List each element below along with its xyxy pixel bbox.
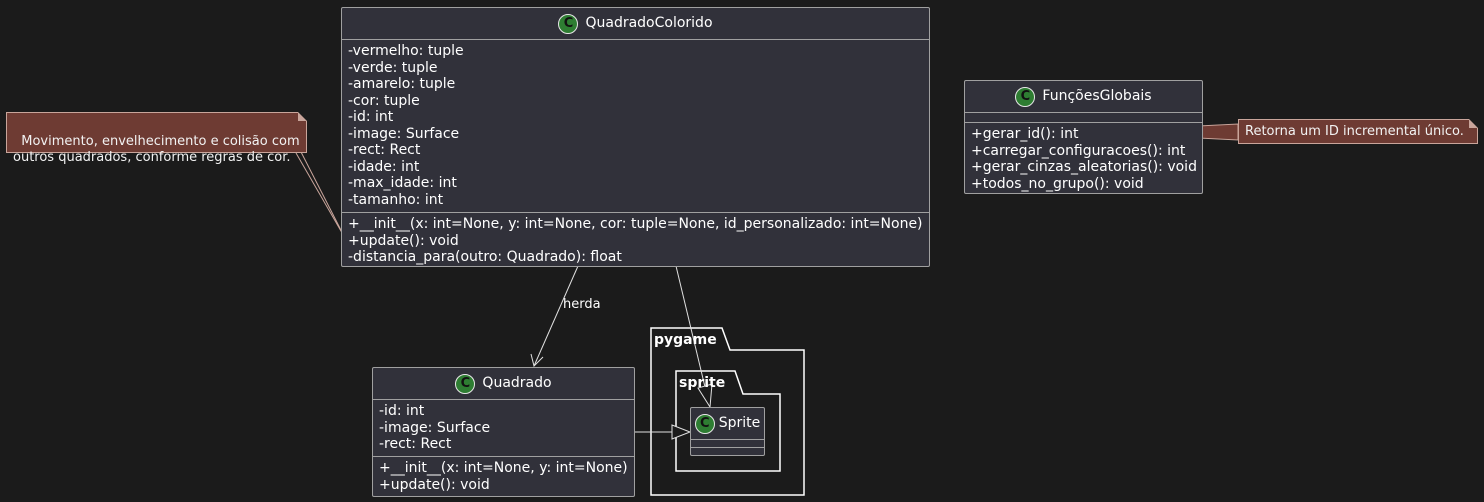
note-gerar-id: Retorna um ID incremental único. (1238, 119, 1478, 144)
class-methods: +gerar_id(): int +carregar_configuracoes… (965, 123, 1202, 192)
attribute: -image: Surface (348, 125, 460, 142)
package-pygame-label: pygame (654, 332, 717, 348)
attribute: -tamanho: int (348, 191, 444, 208)
class-name: QuadradoColorido (585, 15, 713, 32)
note-movement-text: Movimento, envelhecimento e colisão com … (13, 134, 300, 165)
class-sprite[interactable]: C Sprite (690, 407, 765, 456)
package-pygame (650, 327, 805, 496)
method: +gerar_id(): int (971, 126, 1079, 142)
method: -distancia_para(outro: Quadrado): float (348, 249, 622, 265)
note-movement: Movimento, envelhecimento e colisão com … (6, 112, 307, 165)
attribute: -verde: tuple (348, 59, 438, 76)
class-attributes: -id: int -image: Surface -rect: Rect (373, 400, 634, 457)
method: +update(): void (348, 232, 459, 249)
attribute: -max_idade: int (348, 175, 457, 191)
attribute: -vermelho: tuple (348, 43, 464, 59)
method: +update(): void (379, 476, 490, 493)
class-header: C Quadrado (373, 368, 634, 400)
attribute: -id: int (379, 403, 425, 419)
class-c-icon: C (694, 413, 715, 434)
class-c-icon: C (1015, 86, 1036, 107)
note-movement-connector-2 (299, 149, 346, 239)
note-movement-connector (295, 152, 346, 239)
class-attributes: -vermelho: tuple -verde: tuple -amarelo:… (342, 40, 929, 213)
class-name: Sprite (718, 415, 761, 432)
attribute: -amarelo: tuple (348, 76, 456, 92)
note-gerar-id-text: Retorna um ID incremental único. (1245, 124, 1464, 139)
class-header: C FunçõesGlobais (965, 81, 1202, 113)
attribute: -image: Surface (379, 419, 491, 436)
class-methods: +__init__(x: int=None, y: int=None, cor:… (342, 213, 929, 266)
class-c-icon: C (558, 13, 579, 34)
edge-quadrado-sprite-triangle (671, 424, 692, 440)
package-sprite-label: sprite (679, 375, 726, 391)
method: +todos_no_grupo(): void (971, 175, 1144, 192)
edge-colorido-sprite-line (675, 265, 706, 388)
attribute: -id: int (348, 109, 394, 125)
class-c-icon: C (455, 373, 476, 394)
class-header: C QuadradoColorido (342, 8, 929, 40)
class-name: FunçõesGlobais (1042, 88, 1152, 105)
attribute: -idade: int (348, 158, 420, 175)
method: +__init__(x: int=None, y: int=None) (379, 460, 628, 476)
edge-label-herda: herda (563, 297, 601, 312)
class-attributes (691, 440, 764, 448)
class-funcoes-globais[interactable]: C FunçõesGlobais +gerar_id(): int +carre… (964, 80, 1203, 194)
attribute: -rect: Rect (379, 436, 452, 452)
class-quadrado-colorido[interactable]: C QuadradoColorido -vermelho: tuple -ver… (341, 7, 930, 267)
package-sprite (675, 370, 781, 472)
class-quadrado[interactable]: C Quadrado -id: int -image: Surface -rec… (372, 367, 635, 497)
class-attributes (965, 113, 1202, 123)
method: +gerar_cinzas_aleatorias(): void (971, 159, 1197, 175)
edge-herda-line (533, 265, 579, 367)
edge-colorido-sprite-triangle (697, 383, 713, 409)
attribute: -rect: Rect (348, 142, 421, 158)
class-methods: +__init__(x: int=None, y: int=None) +upd… (373, 457, 634, 493)
class-name: Quadrado (482, 375, 552, 392)
attribute: -cor: tuple (348, 92, 420, 109)
method: +carregar_configuracoes(): int (971, 142, 1186, 159)
class-header: C Sprite (691, 408, 764, 440)
method: +__init__(x: int=None, y: int=None, cor:… (348, 216, 923, 232)
edge-herda-arrowhead (530, 353, 544, 367)
